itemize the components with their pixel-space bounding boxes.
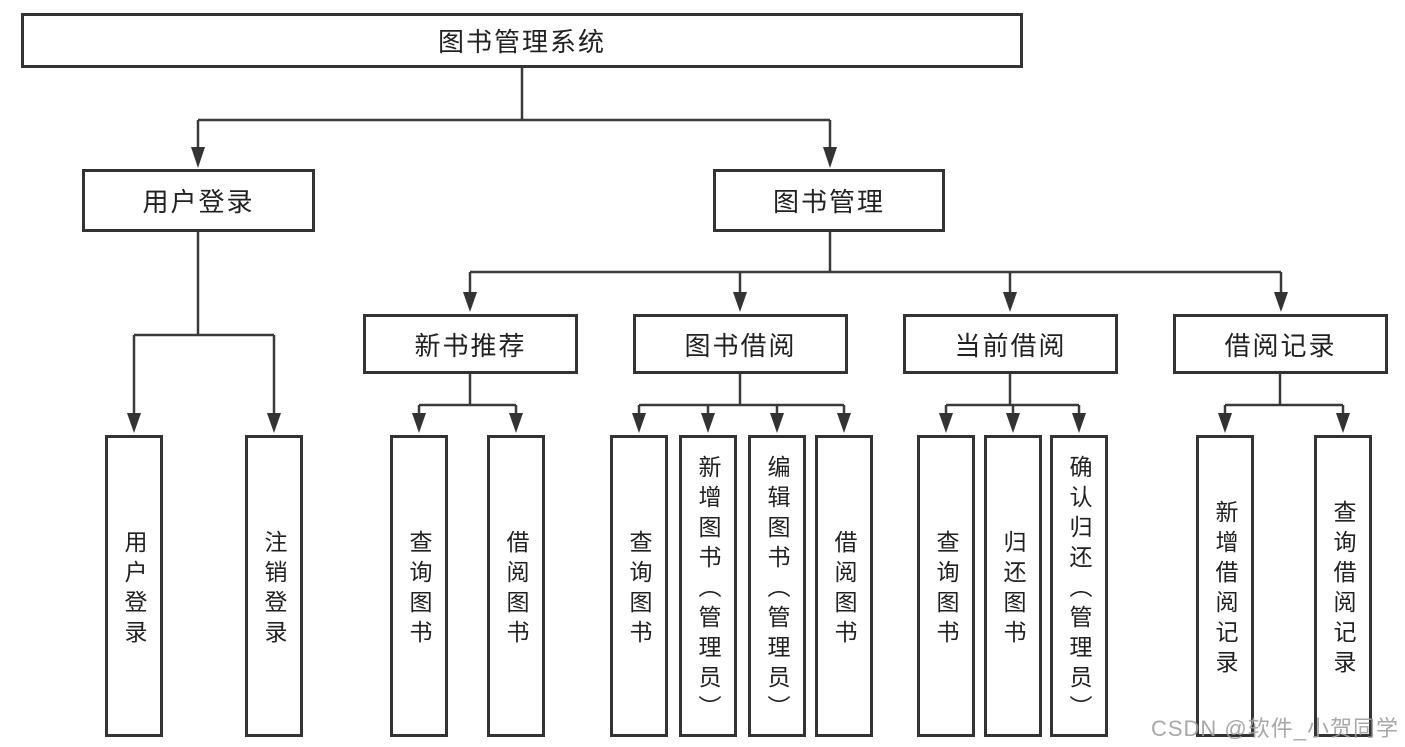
node-leaf-search-book-current: 查询图书	[917, 435, 975, 737]
connector-current-borrow-arrowheads	[939, 413, 1086, 433]
node-leaf-borrow-book: 借阅图书	[815, 435, 873, 737]
node-user-login-branch: 用户登录	[82, 169, 315, 232]
node-leaf-borrow-book-recommend: 借阅图书	[487, 435, 545, 737]
node-leaf-search-book-borrow: 查询图书	[610, 435, 668, 737]
connector-user-login-branch	[132, 232, 276, 416]
node-current-borrow: 当前借阅	[903, 314, 1118, 374]
csdn-watermark: CSDN @软件_小贺同学	[1150, 716, 1399, 741]
connector-root-arrowheads	[191, 147, 837, 168]
node-leaf-return-book: 归还图书	[984, 435, 1042, 737]
connector-root-to-level2	[196, 68, 832, 150]
connector-user-login-arrowheads	[127, 413, 281, 433]
connector-new-book-arrowheads	[412, 413, 523, 433]
node-leaf-search-book-recommend: 查询图书	[390, 435, 448, 737]
node-leaf-search-borrow-record: 查询借阅记录	[1314, 435, 1372, 737]
node-book-management-branch: 图书管理	[713, 169, 945, 232]
node-leaf-logout: 注销登录	[245, 435, 303, 737]
connector-book-borrow-arrowheads	[632, 413, 851, 433]
node-leaf-add-borrow-record: 新增借阅记录	[1196, 435, 1254, 737]
node-leaf-edit-book-admin: 编辑图书（管理员）	[748, 435, 806, 737]
node-leaf-confirm-return-admin: 确认归还（管理员）	[1050, 435, 1108, 737]
connector-book-mgmt-branch	[468, 232, 1283, 296]
node-borrow-record: 借阅记录	[1173, 314, 1388, 374]
node-new-book-recommend: 新书推荐	[363, 314, 578, 374]
node-book-borrow: 图书借阅	[633, 314, 848, 374]
connector-book-mgmt-arrowheads	[463, 292, 1288, 312]
connector-current-borrow-branch	[944, 374, 1081, 416]
connector-borrow-record-branch	[1223, 374, 1345, 416]
node-leaf-add-book-admin: 新增图书（管理员）	[679, 435, 737, 737]
connector-borrow-record-arrowheads	[1218, 413, 1350, 433]
connector-book-borrow-branch	[637, 374, 846, 416]
node-leaf-user-login: 用户登录	[105, 435, 163, 737]
connector-new-book-branch	[417, 374, 518, 416]
node-root-system: 图书管理系统	[21, 13, 1023, 68]
